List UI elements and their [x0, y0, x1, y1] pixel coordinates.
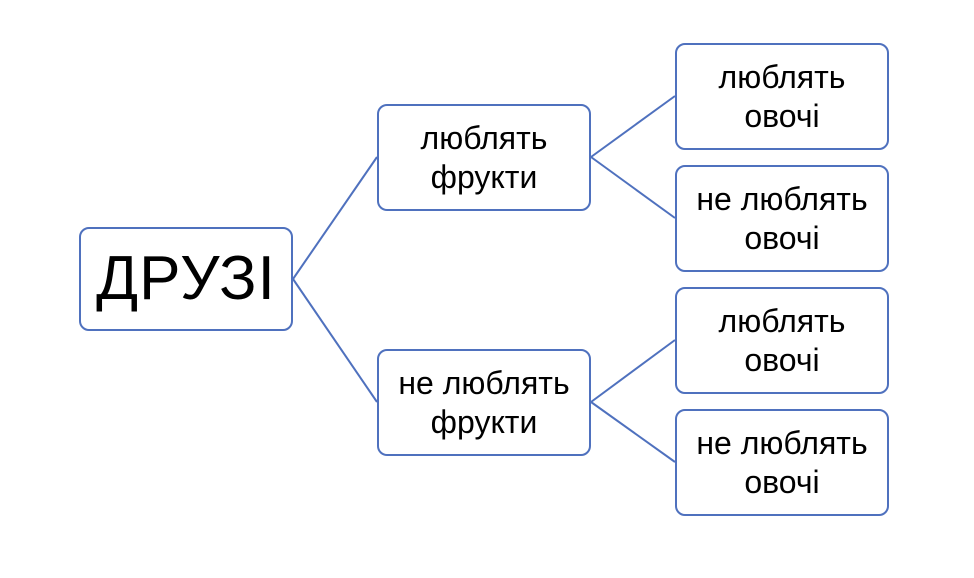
branch-node-2-line-1: не люблять [398, 365, 570, 402]
branch-node-1-text: люблять фрукти [421, 119, 548, 196]
leaf-node-4: не люблять овочі [675, 409, 889, 516]
connector-branch-1-to-leaf-1 [590, 95, 676, 158]
leaf-node-4-text: не люблять овочі [696, 424, 867, 501]
leaf-node-3-text: люблять овочі [719, 302, 846, 379]
leaf-node-4-line-1: не люблять [696, 425, 868, 462]
leaf-node-2-text: не люблять овочі [696, 180, 867, 257]
leaf-node-1-line-2: овочі [744, 97, 820, 134]
branch-node-2-text: не люблять фрукти [398, 364, 569, 441]
connector-branch-1-to-leaf-2 [590, 156, 676, 219]
connector-branch-2-to-leaf-4 [590, 401, 676, 463]
leaf-node-4-line-2: овочі [744, 463, 820, 500]
leaf-node-2-line-1: не люблять [696, 181, 868, 218]
leaf-node-3-line-1: люблять [718, 303, 846, 340]
connector-root-to-branch-1 [292, 156, 378, 280]
branch-node-2: не люблять фрукти [377, 349, 591, 456]
leaf-node-2-line-2: овочі [744, 219, 820, 256]
leaf-node-1-text: люблять овочі [719, 58, 846, 135]
branch-node-1-line-2: фрукти [430, 158, 538, 195]
branch-node-2-line-2: фрукти [430, 403, 538, 440]
root-node-label: ДРУЗІ [96, 244, 276, 313]
branch-node-1: люблять фрукти [377, 104, 591, 211]
connector-branch-2-to-leaf-3 [590, 339, 676, 403]
leaf-node-2: не люблять овочі [675, 165, 889, 272]
leaf-node-1-line-1: люблять [718, 59, 846, 96]
leaf-node-1: люблять овочі [675, 43, 889, 150]
leaf-node-3: люблять овочі [675, 287, 889, 394]
branch-node-1-line-1: люблять [420, 120, 548, 157]
root-node: ДРУЗІ [79, 227, 293, 331]
leaf-node-3-line-2: овочі [744, 341, 820, 378]
connector-root-to-branch-2 [292, 278, 378, 403]
